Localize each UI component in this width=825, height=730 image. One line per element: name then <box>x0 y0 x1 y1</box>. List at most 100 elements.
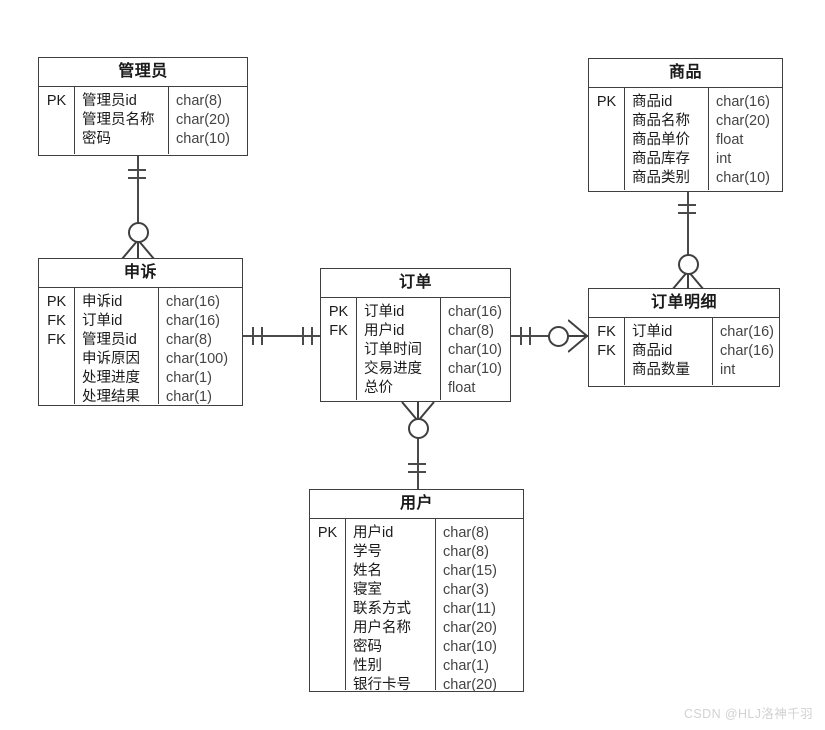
attribute-type: char(10) <box>176 131 230 147</box>
attribute-name-column: 管理员id 管理员名称密码 <box>75 87 169 154</box>
attribute-key <box>593 131 620 150</box>
connector-appeal-order <box>243 335 321 337</box>
attribute-key: FK <box>47 332 66 348</box>
cardinality-one-tick-user-b <box>408 471 426 473</box>
attribute-type: int <box>720 362 736 378</box>
attribute-type: char(1) <box>166 389 212 405</box>
entity-title-admin: 管理员 <box>39 58 247 87</box>
attribute-type: char(10) <box>448 342 502 358</box>
attribute-name: 商品库存 <box>632 151 690 167</box>
csdn-watermark: CSDN @HLJ洛神千羽 <box>683 707 813 721</box>
attribute-name: 交易进度 <box>364 361 422 377</box>
attribute-key <box>593 361 620 380</box>
attribute-name: 商品id <box>632 343 673 359</box>
attribute-name: 用户名称 <box>353 620 411 636</box>
attribute-type: char(10) <box>716 170 770 186</box>
attribute-type-column: char(16)char(16)int <box>713 318 780 385</box>
attribute-name: 商品单价 <box>632 132 690 148</box>
cardinality-zero-circle-orderdetail-left <box>548 326 569 347</box>
attribute-key-column: PK FK <box>321 298 357 400</box>
attribute-key <box>314 619 341 638</box>
attribute-name: 学号 <box>353 544 382 560</box>
cardinality-one-tick-order-right-a <box>520 327 522 345</box>
entity-title-product: 商品 <box>589 59 782 88</box>
attribute-type: char(8) <box>443 525 489 541</box>
attribute-type: int <box>716 151 732 167</box>
attribute-type: char(20) <box>443 620 497 636</box>
cardinality-one-tick-product-b <box>678 212 696 214</box>
attribute-name: 密码 <box>82 131 111 147</box>
attribute-type: char(10) <box>448 361 502 377</box>
attribute-name: 订单时间 <box>364 342 422 358</box>
cardinality-one-tick-user-a <box>408 463 426 465</box>
attribute-key <box>314 581 341 600</box>
attribute-type: char(1) <box>166 370 212 386</box>
cardinality-one-tick-order-right-b <box>529 327 531 345</box>
entity-title-order: 订单 <box>321 269 510 298</box>
attribute-name: 管理员id <box>82 93 137 109</box>
attribute-name: 处理进度 <box>82 370 140 386</box>
attribute-type: char(8) <box>166 332 212 348</box>
cardinality-one-tick-order-left-a <box>302 327 304 345</box>
cardinality-zero-circle-orderdetail-top <box>678 254 699 275</box>
attribute-type: char(20) <box>443 677 497 693</box>
attribute-type: char(100) <box>166 351 229 367</box>
attribute-key <box>325 379 352 398</box>
attribute-name: 用户id <box>353 525 394 541</box>
attribute-key: FK <box>47 313 66 329</box>
attribute-key: FK <box>597 343 616 359</box>
attribute-name: 总价 <box>364 380 393 396</box>
attribute-type: char(10) <box>443 639 497 655</box>
cardinality-one-tick-order-left-b <box>311 327 313 345</box>
attribute-key: PK <box>328 304 349 320</box>
attribute-type-column: char(8) char(20) char(10) <box>169 87 247 154</box>
attribute-type-column: char(16)char(16)char(8)char(100)char(1)c… <box>159 288 242 405</box>
attribute-type: char(8) <box>448 323 494 339</box>
attribute-type: char(20) <box>176 112 230 128</box>
cardinality-zero-circle-appeal <box>128 222 149 243</box>
attribute-type: char(8) <box>443 544 489 560</box>
attribute-key <box>325 341 352 360</box>
cardinality-one-tick-appeal-right-b <box>261 327 263 345</box>
attribute-type: char(8) <box>176 93 222 109</box>
cardinality-one-tick-product-a <box>678 204 696 206</box>
cardinality-many-crowsfoot-order-bottom <box>400 402 436 422</box>
attribute-name: 管理员id <box>82 332 137 348</box>
entity-title-user: 用户 <box>310 490 523 519</box>
cardinality-many-crowsfoot-orderdetail-left <box>568 318 588 354</box>
attribute-key: FK <box>329 323 348 339</box>
entity-title-order-detail: 订单明细 <box>589 289 779 318</box>
attribute-name: 性别 <box>353 658 382 674</box>
attribute-name: 订单id <box>364 304 405 320</box>
attribute-name: 商品类别 <box>632 170 690 186</box>
attribute-key <box>593 150 620 169</box>
connector-order-user <box>417 402 419 490</box>
attribute-type: float <box>448 380 476 396</box>
attribute-key <box>314 638 341 657</box>
attribute-type: char(1) <box>443 658 489 674</box>
attribute-type-column: char(16)char(8)char(10)char(10)float <box>441 298 510 400</box>
attribute-key <box>314 676 341 695</box>
attribute-name: 管理员名称 <box>82 112 155 128</box>
cardinality-one-tick-admin-b <box>128 177 146 179</box>
attribute-key-column: PK <box>589 88 625 190</box>
attribute-name: 密码 <box>353 639 382 655</box>
attribute-type: char(16) <box>720 324 774 340</box>
attribute-name: 申诉id <box>82 294 123 310</box>
connector-admin-appeal <box>137 156 139 246</box>
attribute-name: 银行卡号 <box>353 677 411 693</box>
attribute-type: float <box>716 132 744 148</box>
